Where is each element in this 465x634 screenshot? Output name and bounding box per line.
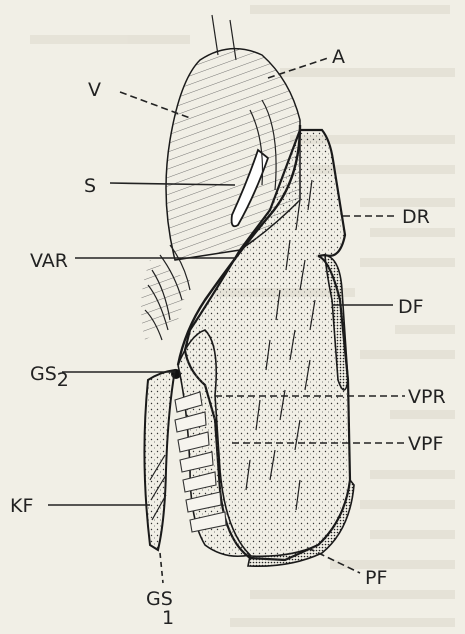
label-VPF: VPF bbox=[408, 433, 443, 455]
label-GS2: GS2 bbox=[30, 363, 69, 391]
label-KF: KF bbox=[10, 495, 33, 517]
label-DR: DR bbox=[402, 206, 430, 228]
flap-KF bbox=[144, 370, 175, 550]
label-V: V bbox=[88, 79, 101, 101]
label-DF: DF bbox=[398, 296, 424, 318]
label-S: S bbox=[84, 175, 96, 197]
label-A: A bbox=[332, 46, 345, 68]
label-PF: PF bbox=[365, 567, 387, 589]
label-VAR: VAR bbox=[30, 250, 68, 272]
bristle-1 bbox=[212, 15, 218, 55]
label-VPR: VPR bbox=[408, 386, 446, 408]
